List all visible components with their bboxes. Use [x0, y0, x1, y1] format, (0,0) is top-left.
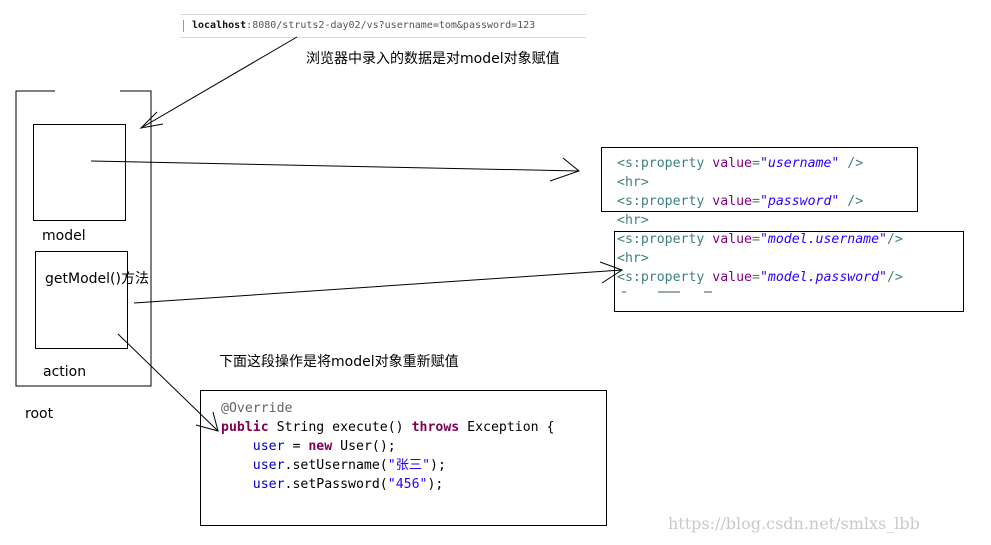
arrow-action-to-code-head	[195, 411, 219, 432]
watermark: https://blog.csdn.net/smlxs_lbb	[668, 514, 920, 533]
clipped-line-remnant	[618, 291, 718, 293]
root-container-left	[15, 90, 152, 387]
java-line3: user = new User();	[252, 439, 396, 454]
url-bar-divider	[183, 20, 184, 32]
action-label: action	[43, 364, 87, 380]
java-line5: user.setPassword("456");	[252, 477, 444, 492]
url-host: localhost	[192, 20, 247, 31]
reassign-note: 下面这段操作是将model对象重新赋值	[219, 354, 459, 370]
arrow-url-to-root	[140, 36, 298, 129]
jsp-top-line1: <s:property value="username" />	[617, 156, 864, 171]
java-line4: user.setUsername("张三");	[252, 458, 446, 473]
jsp-bottom-line1: <s:property value="model.username"/>	[617, 232, 903, 247]
jsp-top-line4: <hr>	[617, 213, 649, 228]
url-bar: localhost:8080/struts2-day02/vs?username…	[180, 14, 586, 38]
java-code: @Override public String execute() throws…	[221, 399, 554, 494]
root-label: root	[25, 406, 54, 422]
getmodel-label: getModel()方法	[45, 271, 149, 287]
arrow-url-to-root-head	[139, 111, 164, 129]
model-box	[33, 124, 126, 221]
arrow-model-to-jsp-head	[549, 157, 581, 182]
java-line2: public String execute() throws Exception…	[221, 420, 555, 435]
action-box	[35, 251, 128, 349]
model-label: model	[42, 228, 86, 244]
url-text: localhost:8080/struts2-day02/vs?username…	[192, 20, 535, 31]
browser-note: 浏览器中录入的数据是对model对象赋值	[306, 51, 560, 67]
jsp-bottom-line2: <hr>	[617, 251, 649, 266]
url-path: :8080/struts2-day02/vs?username=tom&pass…	[246, 20, 536, 31]
jsp-bottom-code: <s:property value="model.username"/> <hr…	[617, 230, 903, 287]
java-line1: @Override	[221, 401, 293, 416]
jsp-bottom-line3: <s:property value="model.password"/>	[617, 270, 903, 285]
arrow-getmodel-to-jsp-head	[599, 261, 624, 284]
jsp-bottom-box	[614, 231, 964, 312]
arrow-getmodel-to-jsp	[133, 269, 623, 304]
jsp-top-box	[601, 147, 918, 212]
java-code-box	[200, 390, 607, 526]
jsp-top-code: <s:property value="username" /> <hr> <s:…	[617, 154, 863, 230]
arrow-action-to-code	[117, 333, 219, 432]
jsp-top-line2: <hr>	[617, 175, 649, 190]
jsp-top-line3: <s:property value="password" />	[617, 194, 864, 209]
arrow-model-to-jsp	[90, 160, 580, 172]
